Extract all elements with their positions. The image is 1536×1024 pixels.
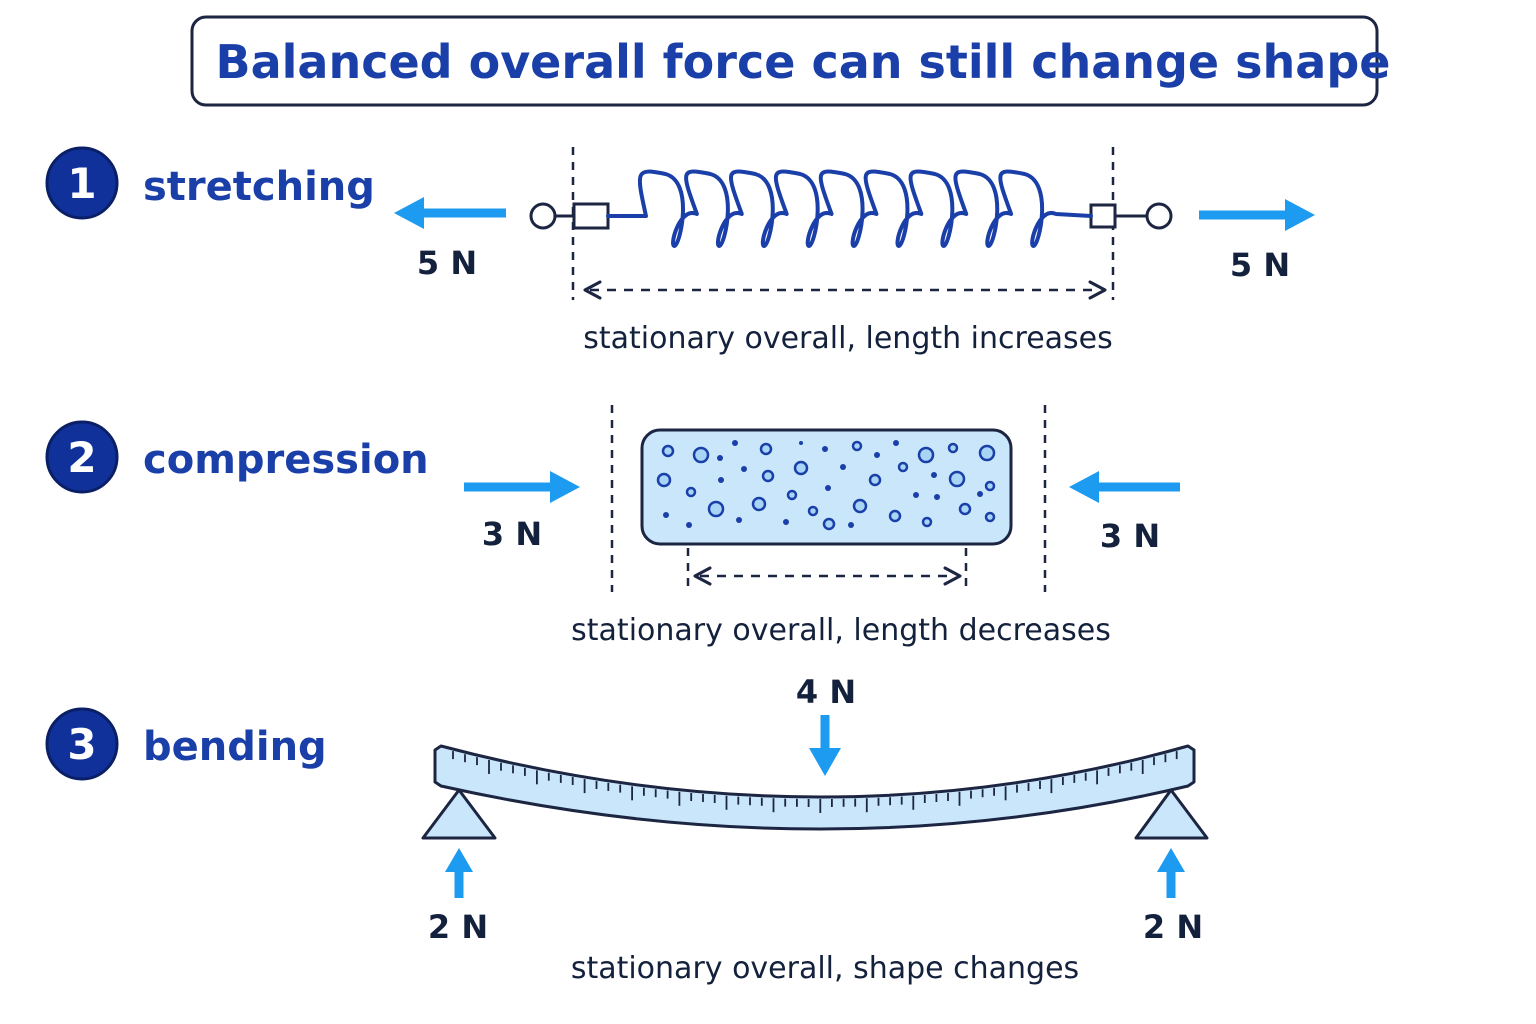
sponge-pore (759, 442, 773, 456)
sponge-pore (868, 473, 882, 487)
sponge-pore (822, 446, 828, 452)
section-3-label: bending (143, 724, 327, 770)
sponge-pore (948, 470, 966, 488)
stretch-right-arrow (1199, 199, 1315, 231)
sponge-pore (848, 522, 854, 528)
sponge-pore (913, 492, 919, 498)
compress-length-dimension (693, 566, 962, 586)
sponge-pore (893, 440, 899, 446)
ruler-beam (433, 744, 1196, 831)
sponge-pore (807, 505, 819, 517)
sponge-pore (761, 469, 775, 483)
sponge-pore (978, 444, 996, 462)
sponge-pore (934, 494, 940, 500)
spring-coil (606, 169, 1093, 248)
sponge-pore (874, 452, 880, 458)
sponge-pore (958, 502, 972, 516)
sponge-pore (947, 442, 959, 454)
section-3-badge (45, 707, 119, 781)
spring (529, 169, 1173, 248)
sponge-pore (786, 489, 798, 501)
section-2-label: compression (143, 437, 429, 483)
stretch-caption: stationary overall, length increases (583, 321, 1113, 356)
spring-right-hook (1145, 202, 1173, 230)
sponge-pore (825, 485, 831, 491)
compress-right-force-label: 3 N (1100, 517, 1160, 555)
sponge-pore (686, 522, 692, 528)
sponge-pore (783, 519, 789, 525)
sponge-pore (717, 455, 723, 461)
sponge-pore (663, 512, 669, 518)
sponge-pore (793, 460, 809, 476)
bend-right-force-label: 2 N (1143, 908, 1203, 946)
section-2-number: 2 (67, 433, 96, 482)
sponge-pore (822, 517, 836, 531)
stretch-right-force-label: 5 N (1230, 246, 1290, 284)
sponge-pore (851, 440, 863, 452)
compress-caption: stationary overall, length decreases (571, 613, 1111, 648)
bend-top-arrow (809, 715, 841, 776)
sponge-pore (736, 517, 742, 523)
bend-caption: stationary overall, shape changes (571, 951, 1079, 986)
sponge-pore (741, 466, 747, 472)
sponge-pore (840, 464, 846, 470)
sponge-pores (656, 440, 996, 531)
bend-top-force-label: 4 N (796, 673, 856, 711)
sponge-pore (656, 472, 672, 488)
left-support (421, 788, 497, 840)
sponge-pore (917, 446, 935, 464)
sponge-pore (661, 444, 675, 458)
stretch-left-arrow (394, 197, 506, 229)
sponge-pore (931, 472, 937, 478)
bend-right-arrow (1157, 848, 1185, 898)
sponge-pore (977, 491, 983, 497)
section-1-number: 1 (67, 159, 96, 208)
sponge-pore (707, 500, 725, 518)
sponge-pore (692, 446, 710, 464)
spring-left-clamp (572, 202, 610, 230)
title: Balanced overall force can still change … (216, 35, 1391, 89)
sponge-pore (921, 516, 933, 528)
ruler-ticks (452, 751, 1178, 813)
section-1-label: stretching (143, 164, 375, 210)
spring-right-clamp (1089, 203, 1117, 229)
right-support (1134, 788, 1209, 840)
sponge-pore (852, 498, 868, 514)
title-box (190, 15, 1379, 107)
sponge-pore (888, 509, 902, 523)
sponge-pore (984, 511, 996, 523)
sponge-pore (685, 486, 697, 498)
section-2-badge (45, 420, 119, 494)
sponge-pore (732, 440, 738, 446)
section-1-badge (45, 146, 119, 220)
sponge-pore (799, 441, 803, 445)
bend-left-force-label: 2 N (428, 908, 488, 946)
stretch-length-dimension (583, 280, 1107, 300)
section-3-number: 3 (67, 720, 96, 769)
sponge-pore (751, 496, 767, 512)
compress-right-arrow (1069, 471, 1180, 503)
sponge-pore (897, 461, 909, 473)
sponge-pore (718, 477, 724, 483)
compress-left-force-label: 3 N (482, 515, 542, 553)
bend-left-arrow (445, 848, 473, 898)
compress-left-arrow (464, 471, 580, 503)
stretch-left-force-label: 5 N (417, 244, 477, 282)
sponge-pore (984, 480, 996, 492)
spring-left-hook (529, 202, 557, 230)
